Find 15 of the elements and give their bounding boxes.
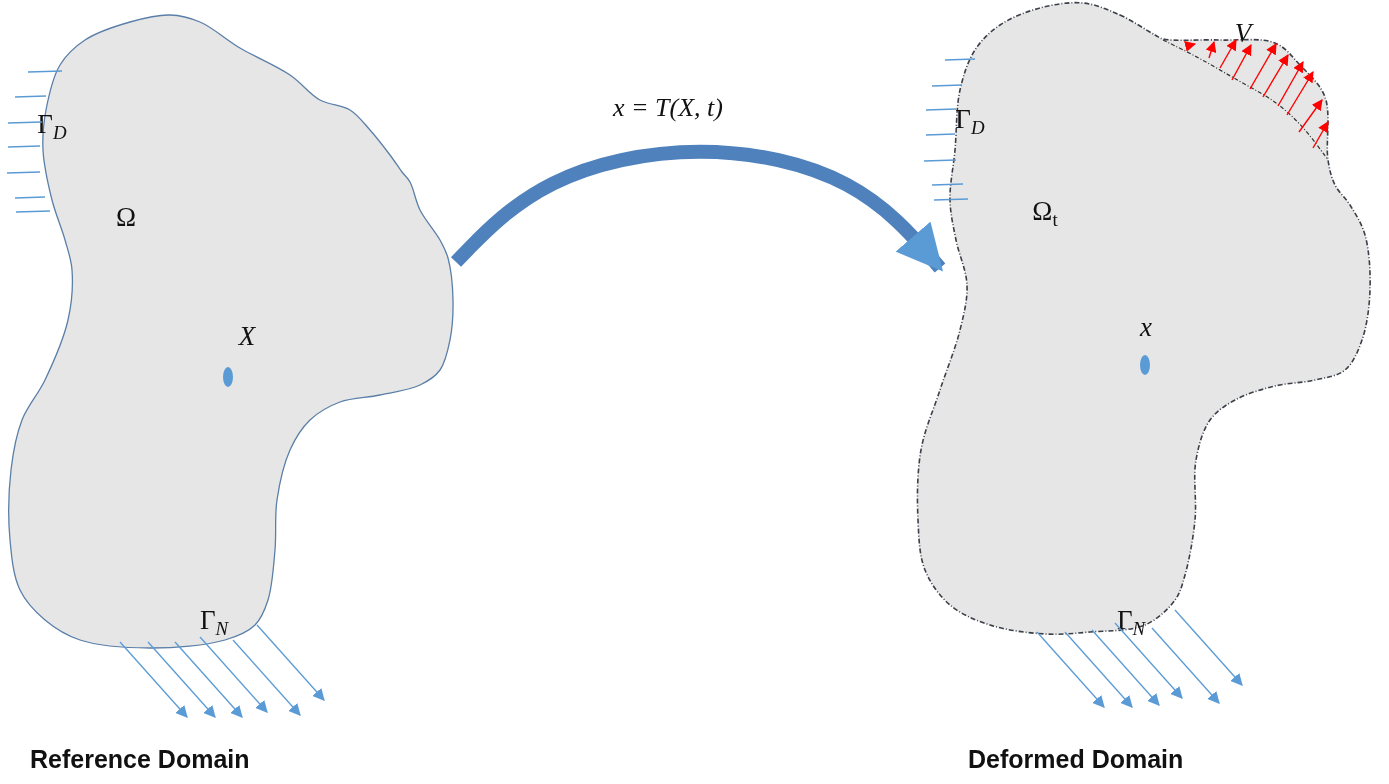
math-symbol: Γ$_{D}$ — [37, 110, 67, 144]
mapping-arrow — [450, 144, 946, 273]
math-symbol: Γ$_{D}$ — [955, 105, 985, 139]
math-symbol: Γ$_{N}$ — [199, 606, 229, 640]
math-symbol: Γ$_{N}$ — [1116, 606, 1146, 640]
velocity-label: V — [1234, 19, 1252, 47]
domain-caption: Deformed Domain — [968, 745, 1184, 774]
edge-label: x = T(X, t) — [613, 95, 723, 121]
math-symbol: Ω$_{t}$ — [1032, 197, 1058, 231]
math-symbol: Ω — [115, 203, 137, 231]
math-symbol: x — [1140, 313, 1152, 341]
domain-caption: Reference Domain — [30, 745, 250, 774]
domain-shape — [7, 12, 456, 651]
math-symbol: X — [238, 322, 256, 350]
domain-shape — [915, 0, 1373, 637]
